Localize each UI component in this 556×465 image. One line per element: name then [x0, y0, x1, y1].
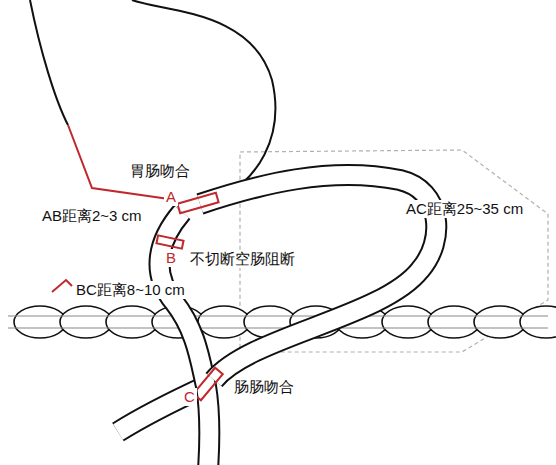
point-letter: B [164, 249, 178, 267]
anastomosis-label: 胃肠吻合 [128, 162, 192, 180]
distance-label: BC距离8~10 cm [74, 281, 187, 299]
bc-leader [52, 280, 72, 292]
occlusion-label: 不切断空肠阻断 [188, 250, 297, 268]
anastomosis-label: 肠肠吻合 [232, 378, 296, 396]
distance-label: AB距离2~3 cm [40, 207, 144, 225]
anastomosis-mark-a [177, 193, 218, 214]
point-letter: C [182, 388, 197, 406]
stomach-lesser-curvature [30, 0, 68, 125]
occlusion-mark-b [156, 235, 183, 248]
jejunum [118, 175, 436, 465]
distance-label: AC距离25~35 cm [404, 200, 525, 218]
point-letter: A [164, 188, 178, 206]
anastomosis-mark-c [193, 368, 223, 400]
